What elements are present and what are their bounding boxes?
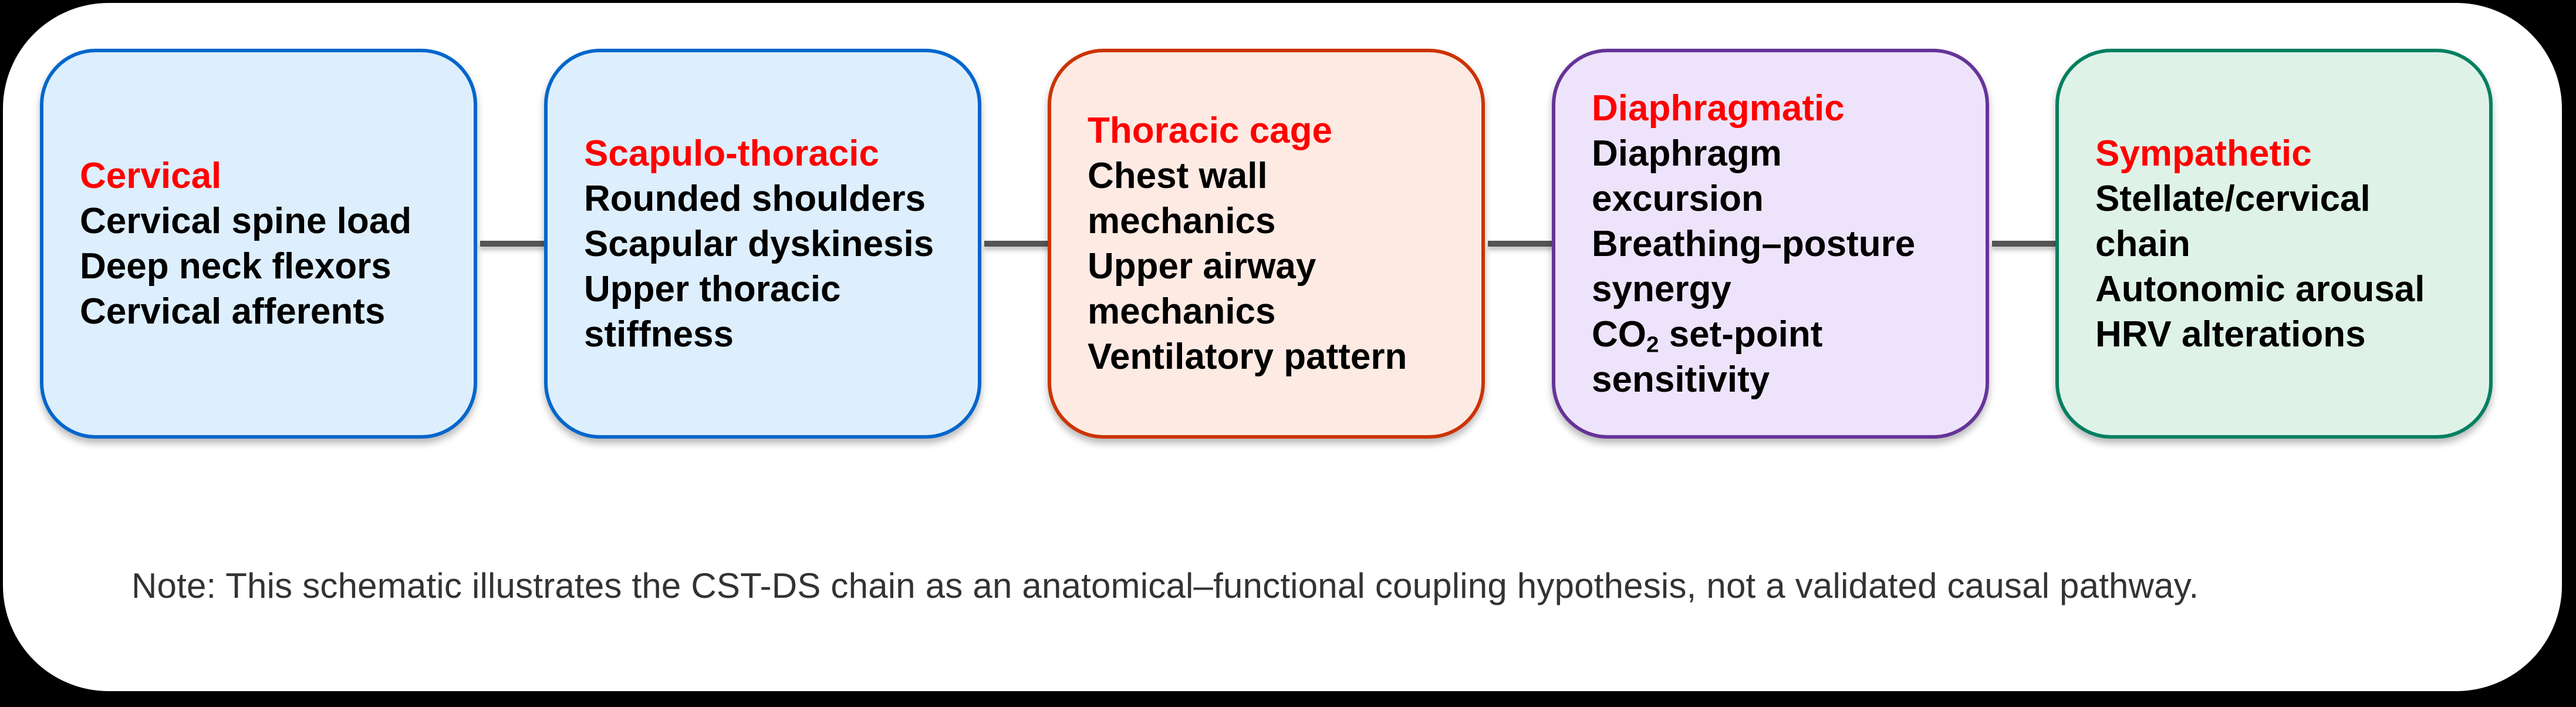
box-line: mechanics	[1088, 291, 1276, 332]
box-line: Upper airway	[1088, 246, 1316, 287]
box-line: mechanics	[1088, 201, 1276, 241]
box-line: Stellate/cervical	[2095, 178, 2371, 219]
box-line: Scapular dyskinesis	[584, 223, 934, 264]
box-diaphragmatic: Diaphragmatic Diaphragm excursion Breath…	[1552, 49, 1989, 439]
box-scapulo-thoracic: Scapulo-thoracic Rounded shoulders Scapu…	[544, 49, 981, 439]
box-line: Chest wall	[1088, 156, 1268, 196]
box-line: Cervical afferents	[80, 291, 386, 332]
box-line: chain	[2095, 223, 2190, 264]
connector-cervical-scapulothoracic	[480, 241, 547, 247]
box-line: Upper thoracic	[584, 268, 841, 309]
box-text: Diaphragmatic Diaphragm excursion Breath…	[1592, 86, 1915, 402]
connector-diaphragmatic-sympathetic	[1992, 241, 2058, 247]
figure-card: Cervical Cervical spine load Deep neck f…	[3, 3, 2562, 691]
box-line: Breathing–posture	[1592, 223, 1916, 264]
connector-thoracic-diaphragmatic	[1488, 241, 1555, 247]
box-line: Diaphragm	[1592, 133, 1782, 174]
figure-note: Note: This schematic illustrates the CST…	[131, 566, 2199, 605]
box-text: Sympathetic Stellate/cervical chain Auto…	[2095, 131, 2425, 357]
box-title: Scapulo-thoracic	[584, 133, 879, 174]
connector-scapulothoracic-thoracic	[984, 241, 1051, 247]
box-line: synergy	[1592, 268, 1731, 309]
box-thoracic-cage: Thoracic cage Chest wall mechanics Upper…	[1048, 49, 1485, 439]
co2-suffix: set-point	[1659, 314, 1823, 355]
box-text: Scapulo-thoracic Rounded shoulders Scapu…	[584, 131, 934, 357]
box-text: Cervical Cervical spine load Deep neck f…	[80, 153, 411, 334]
box-title: Diaphragmatic	[1592, 87, 1845, 129]
box-cervical: Cervical Cervical spine load Deep neck f…	[40, 49, 477, 439]
box-sympathetic: Sympathetic Stellate/cervical chain Auto…	[2055, 49, 2493, 439]
box-line: Deep neck flexors	[80, 246, 391, 287]
box-line: Autonomic arousal	[2095, 268, 2425, 309]
box-line: Cervical spine load	[80, 201, 412, 241]
box-line: sensitivity	[1592, 359, 1770, 400]
box-line-co2: CO2 set-point	[1592, 312, 1915, 357]
box-line: HRV alterations	[2095, 314, 2366, 355]
box-text: Thoracic cage Chest wall mechanics Upper…	[1088, 108, 1407, 379]
box-title: Thoracic cage	[1088, 110, 1332, 151]
co2-subscript: 2	[1646, 332, 1659, 358]
box-line: stiffness	[584, 314, 734, 355]
box-line: excursion	[1592, 178, 1764, 219]
box-title: Sympathetic	[2095, 133, 2312, 174]
co2-prefix: CO	[1592, 314, 1646, 355]
box-line: Rounded shoulders	[584, 178, 926, 219]
box-title: Cervical	[80, 156, 222, 196]
box-line: Ventilatory pattern	[1088, 336, 1407, 377]
